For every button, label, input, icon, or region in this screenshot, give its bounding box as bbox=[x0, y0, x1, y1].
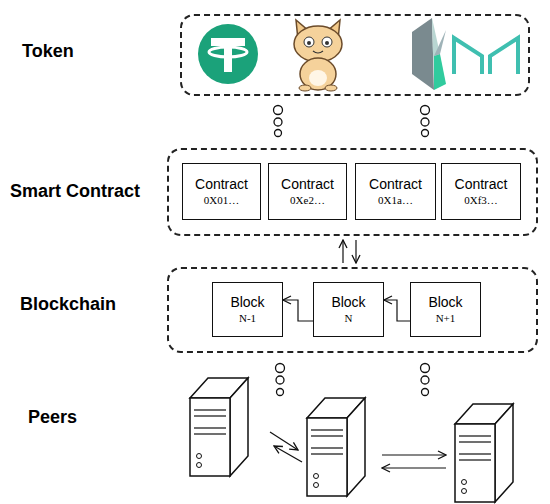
layer-heading: Blockchain bbox=[20, 294, 116, 315]
peer-arrows bbox=[270, 432, 446, 468]
kitty-icon bbox=[294, 20, 342, 91]
box-subtitle: N bbox=[345, 311, 353, 326]
box-subtitle: 0X01… bbox=[204, 193, 239, 208]
box-title: Contract bbox=[369, 176, 422, 193]
server-icon bbox=[307, 398, 365, 496]
component-box: Contract0X1a… bbox=[355, 163, 436, 220]
layer-band: Smart ContractContract0X01…Contract0Xe2…… bbox=[167, 148, 538, 236]
layer-heading: Peers bbox=[28, 407, 77, 428]
box-subtitle: N-1 bbox=[239, 311, 256, 326]
component-box: Contract0Xf3… bbox=[441, 163, 521, 220]
box-title: Block bbox=[331, 294, 365, 311]
layer-band: BlockchainBlockN-1BlockNBlockN+1 bbox=[167, 267, 538, 353]
component-box: Contract0X01… bbox=[182, 163, 261, 220]
layer-band: Token bbox=[180, 14, 530, 96]
server-icon bbox=[190, 378, 248, 476]
box-title: Block bbox=[428, 294, 462, 311]
layer-heading: Smart Contract bbox=[10, 181, 140, 202]
box-subtitle: 0Xf3… bbox=[464, 193, 498, 208]
maker-icon bbox=[454, 38, 518, 74]
component-box: BlockN bbox=[313, 282, 384, 337]
connector-arrow bbox=[283, 300, 313, 321]
connector-arrow bbox=[342, 240, 343, 263]
box-subtitle: N+1 bbox=[436, 311, 456, 326]
box-subtitle: 0X1a… bbox=[378, 193, 413, 208]
connector-arrow bbox=[355, 240, 356, 263]
box-subtitle: 0Xe2… bbox=[290, 193, 325, 208]
box-title: Contract bbox=[455, 176, 508, 193]
layer-heading: Token bbox=[22, 41, 74, 62]
kyber-icon bbox=[412, 18, 446, 90]
component-box: Contract0Xe2… bbox=[268, 163, 347, 220]
component-box: BlockN+1 bbox=[410, 282, 481, 337]
component-box: BlockN-1 bbox=[212, 282, 283, 337]
tether-icon bbox=[198, 24, 258, 84]
box-title: Block bbox=[230, 294, 264, 311]
server-icon bbox=[455, 404, 513, 502]
connector-arrow bbox=[384, 300, 410, 321]
box-title: Contract bbox=[195, 176, 248, 193]
box-title: Contract bbox=[281, 176, 334, 193]
